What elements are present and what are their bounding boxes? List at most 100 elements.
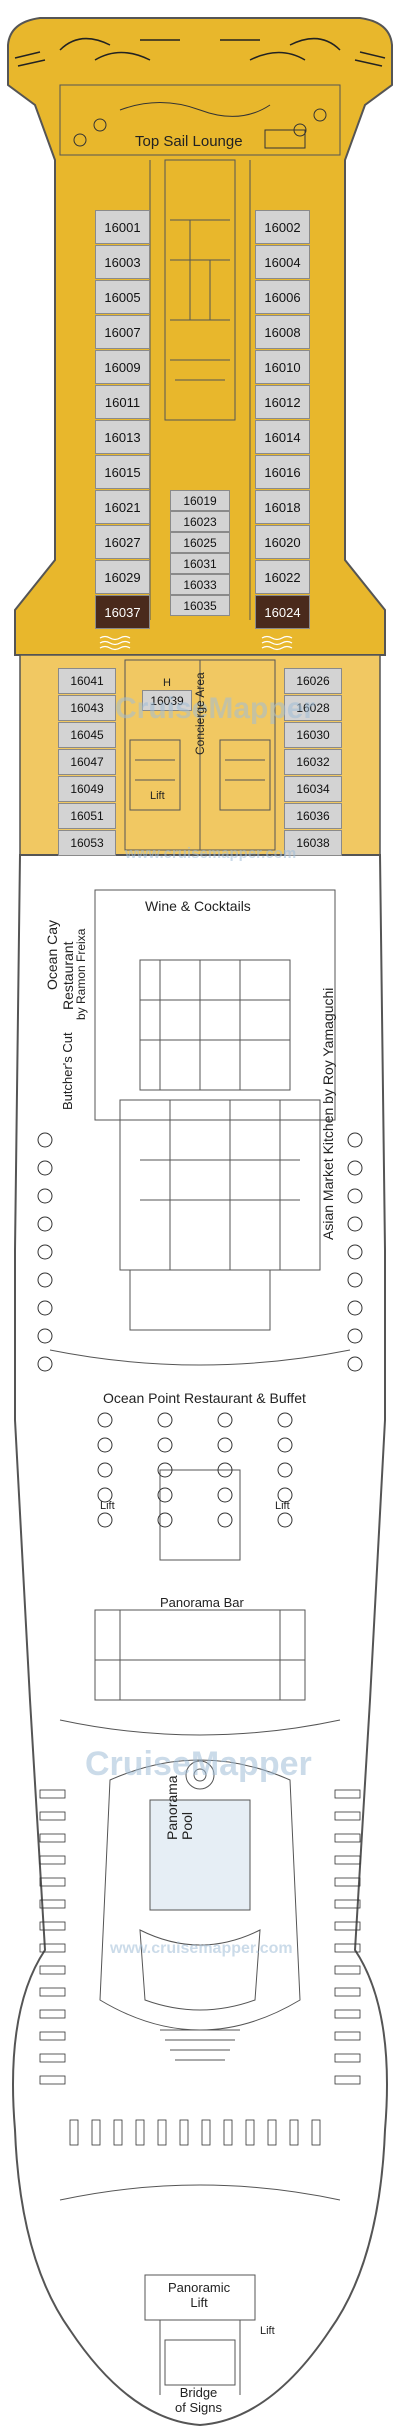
wine-cocktails-label: Wine & Cocktails: [145, 898, 251, 914]
lounger: [39, 1987, 66, 1997]
panorama-pool-label: Panorama Pool: [164, 1775, 195, 1840]
lounger: [334, 2075, 361, 2085]
cabin-16016: 16016: [255, 455, 310, 489]
lounger: [334, 1811, 361, 1821]
lounger: [334, 1965, 361, 1975]
watermark-brand-upper: CruiseMapper: [115, 692, 316, 725]
table: [217, 1412, 233, 1428]
lounger: [334, 1877, 361, 1887]
cabin-16023: 16023: [170, 511, 230, 532]
lounger: [39, 2031, 66, 2041]
table: [97, 1412, 113, 1428]
table: [157, 1437, 173, 1453]
lounger: [334, 2009, 361, 2019]
lift-label-starboard: Lift: [275, 1500, 290, 1512]
whirlpool-wave: [261, 640, 293, 646]
lounger: [157, 2119, 167, 2146]
cabin-16051: 16051: [58, 803, 116, 829]
table: [217, 1512, 233, 1528]
lounger: [334, 1943, 361, 1953]
table: [347, 1160, 363, 1176]
table: [347, 1300, 363, 1316]
cabin-16001: 16001: [95, 210, 150, 244]
ocean-point-restaurant-label: Ocean Point Restaurant & Buffet: [103, 1390, 306, 1406]
whirlpool-wave: [261, 645, 293, 651]
whirlpool-wave: [99, 640, 131, 646]
top-sail-lounge-area: [59, 84, 341, 156]
lounger: [39, 1855, 66, 1865]
cabin-16037: 16037: [95, 595, 150, 629]
lounger: [334, 1987, 361, 1997]
lounger: [223, 2119, 233, 2146]
cabin-16045: 16045: [58, 722, 116, 748]
cabin-16035: 16035: [170, 595, 230, 616]
lounger: [39, 2075, 66, 2085]
table: [277, 1412, 293, 1428]
table: [347, 1132, 363, 1148]
cabin-16032: 16032: [284, 749, 342, 775]
cabin-16043: 16043: [58, 695, 116, 721]
concierge-corridor: [124, 659, 276, 851]
lift-label-aft: Lift: [260, 2325, 275, 2337]
table: [277, 1487, 293, 1503]
cabin-16028: 16028: [284, 695, 342, 721]
table: [37, 1188, 53, 1204]
table: [97, 1437, 113, 1453]
forward-rail-marks: [14, 37, 386, 67]
lounger: [245, 2119, 255, 2146]
lounger: [201, 2119, 211, 2146]
top-sail-lounge-label: Top Sail Lounge: [135, 133, 243, 150]
lift-label-aft-suite: Lift: [150, 790, 165, 802]
cabin-16015: 16015: [95, 455, 150, 489]
lounger: [334, 1921, 361, 1931]
table: [347, 1272, 363, 1288]
cabin-16024: 16024: [255, 595, 310, 629]
watermark-brand-lower: CruiseMapper: [85, 1745, 312, 1783]
cabin-16004: 16004: [255, 245, 310, 279]
table: [37, 1216, 53, 1232]
table: [37, 1300, 53, 1316]
lounger: [334, 1855, 361, 1865]
panorama-pool: [149, 1799, 251, 1911]
whirlpool-wave: [261, 635, 293, 641]
table: [347, 1356, 363, 1372]
cabin-16053: 16053: [58, 830, 116, 856]
whirlpool-waves: [99, 635, 293, 651]
whirlpool-wave: [99, 645, 131, 651]
lounger: [135, 2119, 145, 2146]
table: [37, 1356, 53, 1372]
table: [217, 1437, 233, 1453]
table: [37, 1244, 53, 1260]
cabin-16038: 16038: [284, 830, 342, 856]
table: [97, 1462, 113, 1478]
watermark-url-upper: www.cruisemapper.com: [125, 845, 297, 862]
table: [277, 1462, 293, 1478]
cabin-16020: 16020: [255, 525, 310, 559]
lounger: [91, 2119, 101, 2146]
cafe-tables: [37, 1132, 363, 1528]
lounger: [334, 1789, 361, 1799]
lounger: [69, 2119, 79, 2146]
table: [37, 1328, 53, 1344]
table: [347, 1328, 363, 1344]
whirlpool-wave: [99, 635, 131, 641]
table: [277, 1512, 293, 1528]
bridge-of-signs-label: Bridge of Signs: [175, 2385, 222, 2415]
concierge-area-label: Concierge Area: [193, 672, 207, 755]
lounger: [39, 1921, 66, 1931]
cabin-16036: 16036: [284, 803, 342, 829]
table: [277, 1437, 293, 1453]
cabin-16019: 16019: [170, 490, 230, 511]
table: [37, 1160, 53, 1176]
lift-label-port: Lift: [100, 1500, 115, 1512]
cabin-16009: 16009: [95, 350, 150, 384]
cabin-16049: 16049: [58, 776, 116, 802]
lounger: [39, 1943, 66, 1953]
table: [37, 1272, 53, 1288]
panorama-bar-label: Panorama Bar: [160, 1595, 244, 1610]
cabin-16029: 16029: [95, 560, 150, 594]
lounge-furniture: [73, 102, 327, 149]
cabin-16006: 16006: [255, 280, 310, 314]
table: [157, 1512, 173, 1528]
